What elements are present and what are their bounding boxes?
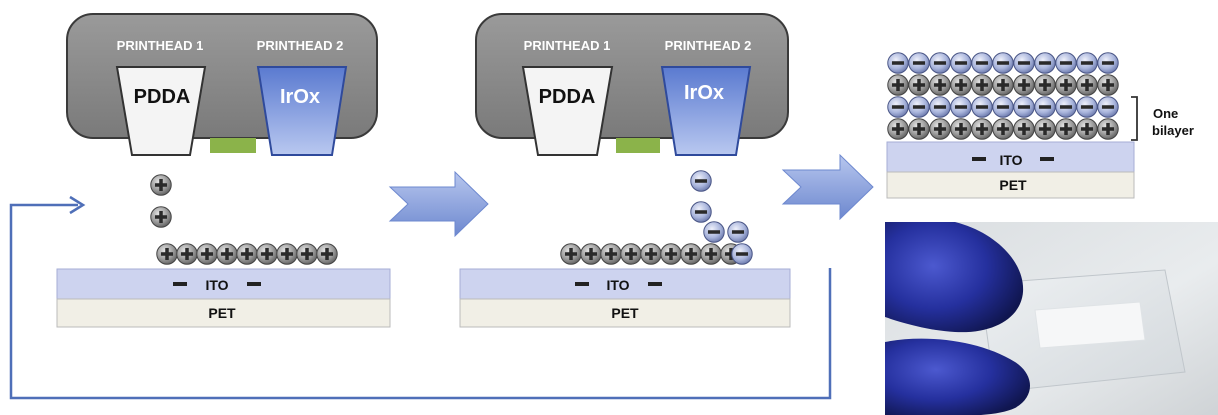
- pet-layer-3: [886, 171, 1135, 199]
- glove-finger: [885, 338, 1030, 415]
- pdda-ink-2: [521, 66, 614, 156]
- irox-label-2: IrOx: [684, 82, 724, 104]
- printhead-1-label: PRINTHEAD 1: [524, 38, 611, 53]
- ito-layer-2: [459, 268, 791, 300]
- panel-2: PRINTHEAD 1 PRINTHEAD 2 PDDA IrOx ITO PE…: [459, 13, 791, 328]
- pet-label-1: PET: [208, 305, 236, 321]
- minus-mark: [247, 282, 261, 286]
- pet-layer-2: [459, 298, 791, 328]
- panel-3: One bilayer ITO PET: [886, 52, 1194, 199]
- loop-back-arrowhead: [69, 195, 86, 215]
- minus-mark: [648, 282, 662, 286]
- positive-layer-2: [560, 243, 742, 265]
- pet-label-2: PET: [611, 305, 639, 321]
- process-arrow-1: [388, 170, 489, 238]
- irox-ink-1: [256, 66, 348, 156]
- falling-negative-particle: [727, 221, 749, 243]
- bilayer-bracket: [1131, 96, 1138, 141]
- printhead-1-label: PRINTHEAD 1: [117, 38, 204, 53]
- positive-layer-top: [887, 74, 1119, 96]
- irox-label-1: IrOx: [280, 86, 320, 108]
- falling-negative-particle: [703, 221, 725, 243]
- ito-label-3: ITO: [999, 152, 1022, 168]
- pdda-ink-1: [115, 66, 207, 156]
- ito-layer-1: [56, 268, 391, 300]
- bilayer-label-line2: bilayer: [1152, 123, 1194, 138]
- minus-mark: [575, 282, 589, 286]
- pet-layer-1: [56, 298, 391, 328]
- panel-1: PRINTHEAD 1 PRINTHEAD 2 PDDA IrOx ITO PE…: [56, 13, 391, 328]
- loop-back-line: [9, 203, 832, 400]
- irox-ink-2: [660, 66, 752, 156]
- printhead-2-label: PRINTHEAD 2: [665, 38, 752, 53]
- pet-label-3: PET: [999, 177, 1027, 193]
- glove-thumb: [885, 222, 1024, 333]
- positive-layer-1: [156, 243, 338, 265]
- falling-positive-particle: [150, 174, 172, 196]
- positive-layer-bottom: [887, 118, 1119, 140]
- falling-negative-particle: [690, 201, 712, 223]
- negative-layer-top: [887, 52, 1119, 74]
- minus-mark: [173, 282, 187, 286]
- negative-layer-bottom: [887, 96, 1119, 118]
- minus-mark: [1040, 157, 1054, 161]
- printhead-2-label: PRINTHEAD 2: [257, 38, 344, 53]
- pdda-label-2: PDDA: [539, 86, 596, 108]
- green-nozzle-1: [210, 138, 256, 153]
- pdda-label-1: PDDA: [134, 86, 191, 108]
- ito-label-1: ITO: [205, 277, 228, 293]
- printed-pattern: [1034, 301, 1146, 349]
- device-photo: [885, 222, 1218, 415]
- ito-label-2: ITO: [606, 277, 629, 293]
- process-arrow-2: [781, 153, 874, 221]
- bilayer-label-line1: One: [1153, 106, 1178, 121]
- falling-negative-particle: [690, 170, 712, 192]
- minus-mark: [972, 157, 986, 161]
- deposited-negative-particle: [731, 243, 753, 265]
- falling-positive-particle: [150, 206, 172, 228]
- green-nozzle-2: [616, 138, 660, 153]
